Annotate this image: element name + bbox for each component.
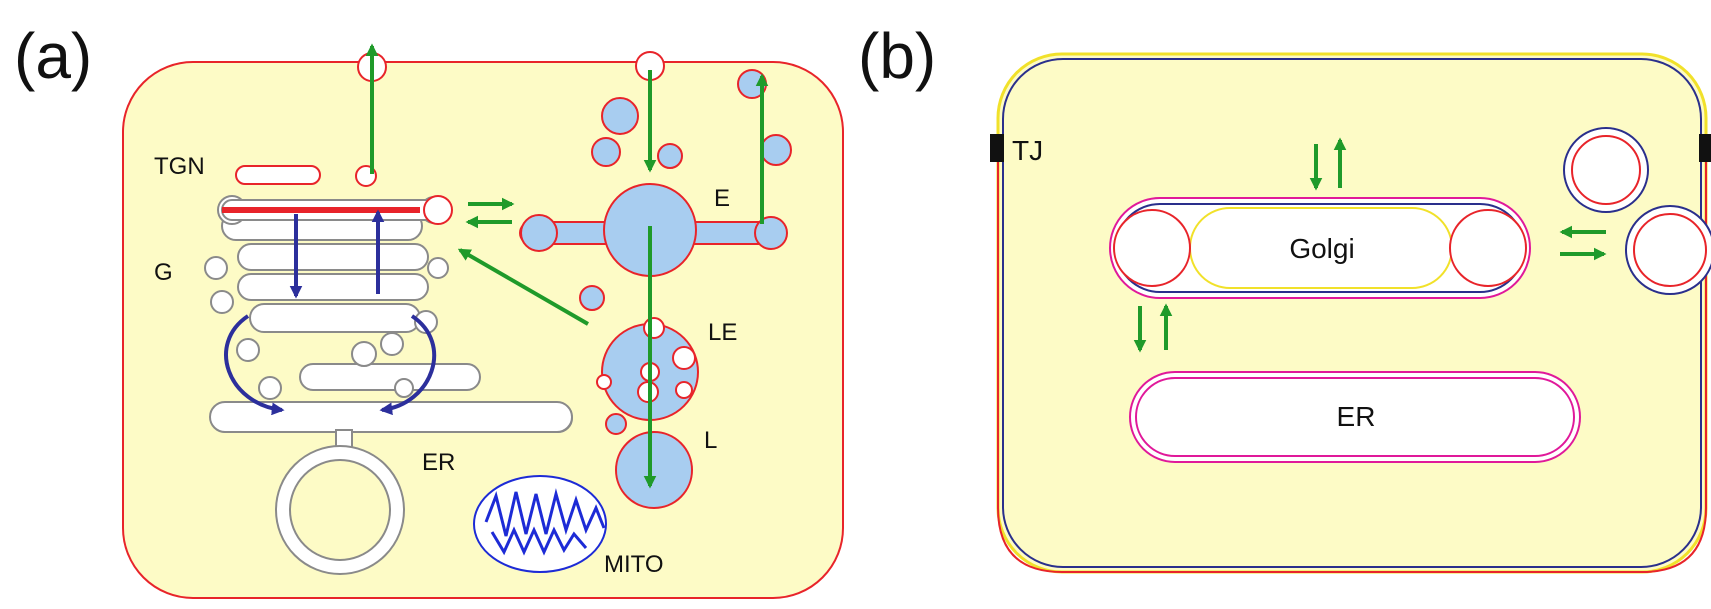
panel-a-cell: TGN G ER E LE L MITO	[122, 43, 844, 599]
label-er-b: ER	[1337, 401, 1376, 432]
panel-a-label: (a)	[14, 20, 92, 92]
panel-b-cell: TJ Golgi ER	[990, 52, 1711, 574]
vesicle-top-right	[1563, 127, 1649, 213]
green-transport-arrows-a	[365, 43, 769, 489]
golgi-b	[1109, 197, 1531, 299]
label-golgi-b: Golgi	[1289, 233, 1354, 264]
label-er-a: ER	[422, 449, 455, 476]
er-b	[1129, 371, 1581, 463]
mitochondrion	[473, 475, 607, 573]
green-transport-arrows-b	[1133, 137, 1607, 353]
vesicle-right-edge	[1625, 205, 1711, 295]
label-mito: MITO	[604, 551, 664, 578]
tight-junction-left	[990, 134, 1004, 162]
tight-junction-right	[1699, 134, 1711, 162]
label-late-endosome-le: LE	[708, 319, 737, 346]
er-a	[209, 401, 573, 575]
label-tight-junction: TJ	[1012, 135, 1043, 166]
label-lysosome-l: L	[704, 427, 717, 454]
blue-transport-arrows	[224, 209, 437, 416]
label-golgi-g: G	[154, 259, 173, 286]
label-tgn: TGN	[154, 153, 205, 180]
basolateral-membrane-b	[997, 150, 1707, 573]
label-endosome-e: E	[714, 185, 730, 212]
lysosome-l	[615, 431, 693, 509]
panel-b-label: (b)	[858, 20, 936, 92]
